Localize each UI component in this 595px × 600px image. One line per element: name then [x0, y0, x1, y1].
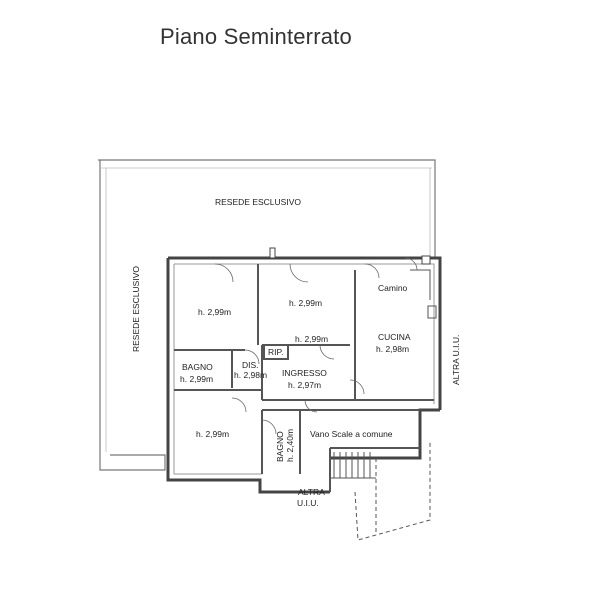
label-rip: RIP. — [268, 347, 284, 357]
label-bagno1: BAGNO — [182, 362, 213, 372]
label-altra-right: ALTRA U.I.U. — [451, 334, 461, 385]
label-room2b-height: h. 2,99m — [295, 334, 329, 344]
staircase — [330, 452, 376, 479]
label-bagno1-height: h. 2,99m — [180, 374, 214, 384]
label-bagno2: BAGNO — [275, 431, 285, 462]
label-altra-bottom-2: U.I.U. — [297, 498, 319, 508]
label-bagno2-height: h. 2,40m — [285, 428, 295, 462]
label-dis: DIS. — [242, 360, 259, 370]
wall-markers — [269, 247, 431, 265]
resede-boundary — [98, 159, 436, 471]
label-room2-height: h. 2,99m — [289, 298, 323, 308]
label-room1-height: h. 2,99m — [198, 307, 232, 317]
label-camino: Camino — [378, 283, 408, 293]
label-ingresso-height: h. 2,97m — [288, 380, 322, 390]
label-dis-height: h. 2,98m — [234, 370, 268, 380]
label-ingresso: INGRESSO — [282, 368, 327, 378]
page-title: Piano Seminterrato — [160, 24, 352, 49]
label-resede-left: RESEDE ESCLUSIVO — [131, 266, 141, 352]
label-altra-bottom-1: ALTRA — [298, 487, 325, 497]
interior-walls — [174, 264, 434, 492]
label-vano-scale: Vano Scale a comune — [310, 429, 393, 439]
camino-fireplace — [410, 269, 437, 319]
label-cucina: CUCINA — [378, 332, 411, 342]
dashed-boundary — [354, 440, 431, 541]
outer-walls-inner — [173, 263, 435, 475]
label-resede-top: RESEDE ESCLUSIVO — [215, 197, 301, 207]
door-swings — [214, 257, 418, 435]
outer-walls — [166, 256, 442, 494]
label-room3-height: h. 2,99m — [196, 429, 230, 439]
label-cucina-height: h. 2,98m — [376, 344, 410, 354]
